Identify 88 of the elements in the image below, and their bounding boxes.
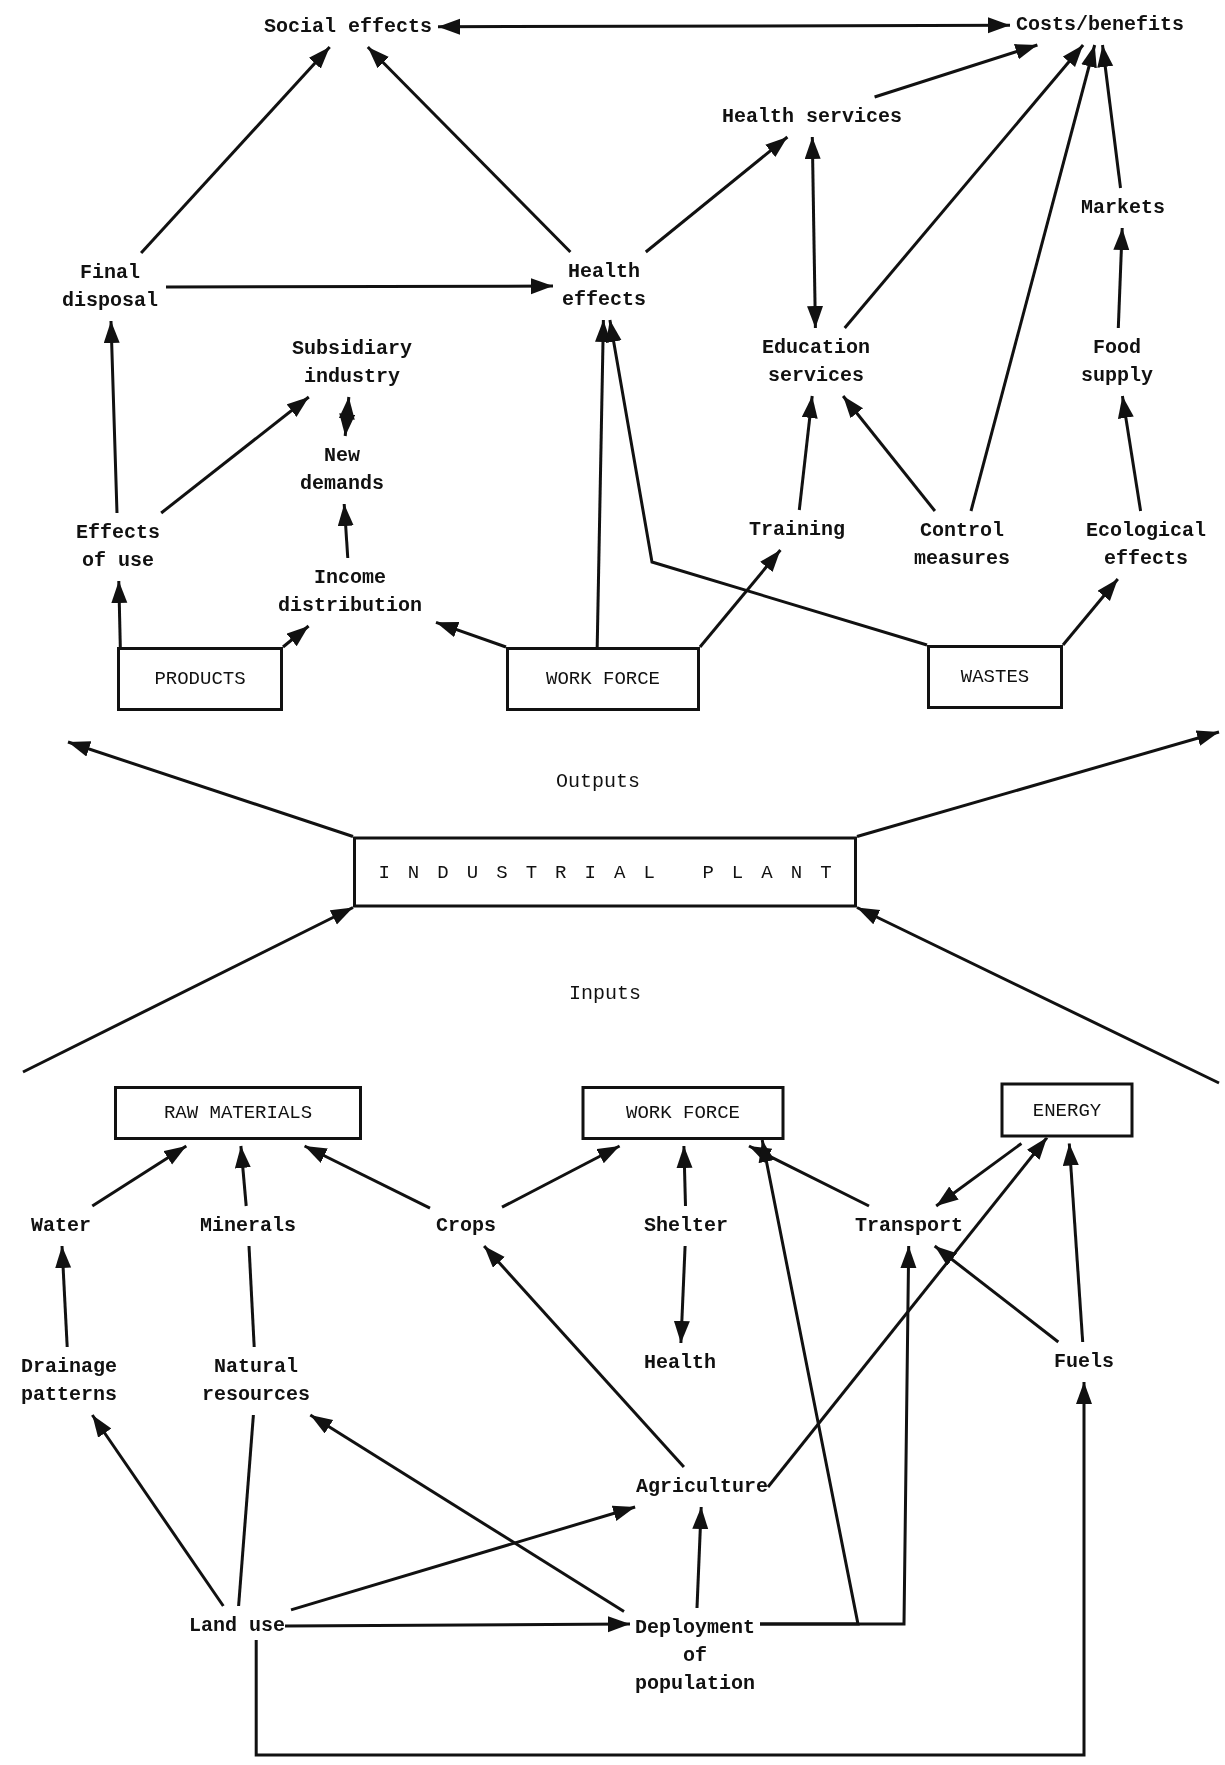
arrow: [337, 503, 354, 559]
category-box: WORK FORCE: [506, 647, 700, 711]
arrow: [595, 319, 611, 648]
arrow: [698, 549, 782, 648]
arrow: [435, 620, 507, 649]
arrow: [692, 1506, 709, 1609]
connector-line: [237, 1414, 255, 1607]
concept-label: Effects of use: [68, 519, 168, 575]
arrow: [804, 136, 824, 329]
arrow: [676, 1145, 693, 1207]
arrow: [282, 624, 310, 649]
concept-label: Markets: [1081, 194, 1165, 222]
concept-label: Ecological effects: [1081, 517, 1211, 573]
concept-label: Natural resources: [201, 1353, 311, 1409]
arrow: [254, 1382, 1092, 1757]
arrow: [1097, 44, 1122, 189]
section-label: Outputs: [556, 769, 640, 793]
flow-arrow: [856, 906, 1220, 1085]
arrow: [969, 44, 1097, 512]
arrow: [843, 44, 1085, 329]
flow-arrow: [67, 740, 354, 838]
connector-line: [247, 1245, 256, 1348]
arrow: [111, 580, 128, 648]
arrow: [285, 1616, 630, 1633]
arrow: [766, 1136, 1049, 1488]
arrow: [309, 1413, 625, 1613]
arrow: [338, 396, 356, 437]
arrow: [1061, 578, 1119, 646]
concept-label: Final disposal: [60, 259, 160, 315]
concept-label: Social effects: [264, 13, 432, 41]
concept-label: Drainage patterns: [14, 1353, 124, 1409]
arrow: [166, 278, 553, 295]
concept-label: Water: [31, 1212, 91, 1240]
concept-label: Shelter: [644, 1212, 728, 1240]
concept-label: Health effects: [559, 258, 649, 314]
concept-label: Crops: [436, 1212, 496, 1240]
arrow: [234, 1145, 251, 1207]
concept-label: Education services: [751, 334, 881, 390]
arrow: [290, 1505, 636, 1612]
concept-label: Deployment of population: [630, 1614, 760, 1698]
arrow: [55, 1245, 72, 1348]
arrow: [874, 43, 1038, 99]
arrow: [1062, 1143, 1085, 1343]
concept-label: Control measures: [907, 517, 1017, 573]
concept-label: Land use: [189, 1612, 285, 1640]
arrow: [797, 395, 818, 511]
concept-label: Transport: [855, 1212, 963, 1240]
concept-label: New demands: [297, 442, 387, 498]
concept-label: Income distribution: [270, 564, 430, 620]
arrow: [841, 395, 937, 512]
section-label: Inputs: [569, 981, 641, 1005]
category-box: ENERGY: [1000, 1082, 1134, 1138]
concept-label: Food supply: [1077, 334, 1157, 390]
category-box: WASTES: [927, 645, 1063, 709]
arrow: [758, 1139, 860, 1626]
arrow: [1113, 227, 1130, 329]
arrow: [1117, 395, 1143, 512]
arrow: [748, 1144, 870, 1208]
category-box: RAW MATERIALS: [114, 1086, 362, 1140]
flow-arrow: [856, 730, 1220, 838]
arrow: [483, 1245, 685, 1468]
concept-label: Subsidiary industry: [287, 335, 417, 391]
category-box: PRODUCTS: [117, 647, 283, 711]
arrow: [501, 1144, 621, 1209]
arrow: [673, 1245, 690, 1344]
arrow: [91, 1144, 188, 1208]
arrow: [160, 395, 310, 515]
concept-label: Health services: [722, 103, 902, 131]
concept-label: Costs/benefits: [1016, 11, 1184, 39]
arrow: [935, 1142, 1023, 1208]
arrow: [933, 1244, 1060, 1344]
concept-label: Agriculture: [636, 1473, 768, 1501]
category-box: INDUSTRIAL PLANT: [353, 836, 857, 908]
arrow: [438, 17, 1010, 35]
category-box: WORK FORCE: [581, 1086, 785, 1140]
concept-label: Health: [644, 1349, 716, 1377]
concept-label: Training: [749, 516, 845, 544]
arrow: [303, 1144, 431, 1210]
arrow: [366, 45, 572, 254]
arrow: [644, 135, 789, 254]
arrow: [605, 319, 928, 647]
arrow: [760, 1246, 917, 1626]
concept-label: Fuels: [1054, 1348, 1114, 1376]
flow-arrow: [22, 906, 354, 1074]
arrow: [91, 1414, 225, 1607]
concept-label: Minerals: [200, 1212, 296, 1240]
arrow: [140, 46, 331, 254]
arrow: [103, 320, 120, 514]
